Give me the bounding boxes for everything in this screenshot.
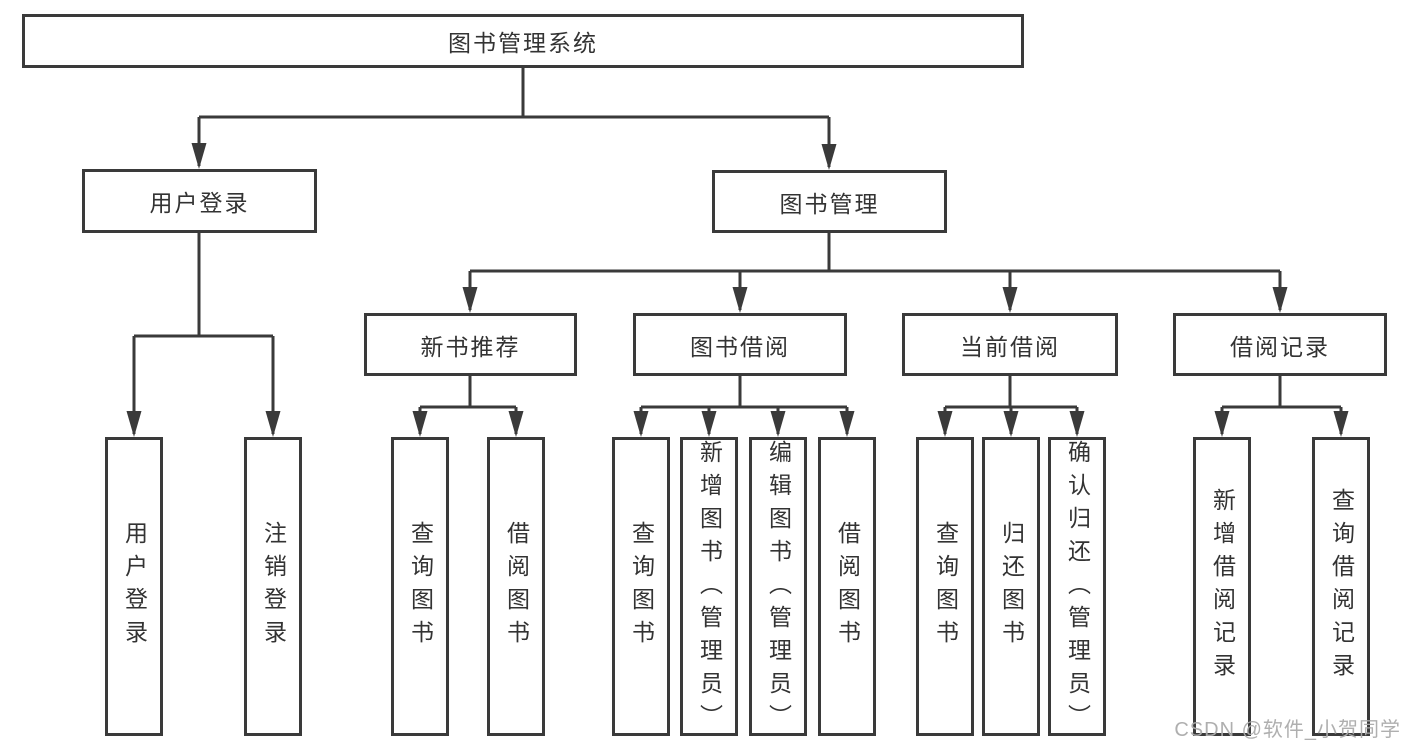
arrowhead [821,144,837,170]
node-current-borrowing: 当前借阅 [902,313,1118,376]
arrowhead [770,411,786,437]
arrowhead [1002,287,1018,313]
arrowhead [839,411,855,437]
arrowhead [508,411,524,437]
arrowhead [126,411,142,437]
connector-bookmgmt-to-level3 [468,232,1282,310]
node-leaf-query-books-1: 查询图书 [391,437,449,736]
node-book-borrowing: 图书借阅 [633,313,847,376]
arrowhead [412,411,428,437]
node-leaf-edit-book-admin: 编辑图书（管理员） [749,437,807,737]
node-borrowing-records: 借阅记录 [1173,313,1387,376]
arrowhead [1003,411,1019,437]
arrowhead [732,287,748,313]
arrowhead [701,411,717,437]
csdn-watermark: CSDN @软件_小贺同学 [1174,719,1401,741]
arrowhead [462,287,478,313]
node-leaf-add-book-admin: 新增图书（管理员） [680,437,738,737]
node-new-book-recommend: 新书推荐 [364,313,577,376]
node-leaf-borrow-books-1: 借阅图书 [487,437,545,736]
node-leaf-query-books-2: 查询图书 [612,437,670,736]
node-leaf-user-login: 用户登录 [105,437,163,736]
node-library-management-system: 图书管理系统 [22,14,1024,68]
arrowhead [1272,287,1288,313]
node-leaf-return-book: 归还图书 [982,437,1040,736]
connector-borrowing-to-leaves [639,375,849,434]
node-leaf-query-borrow-record: 查询借阅记录 [1312,437,1370,736]
arrowhead [1333,411,1349,437]
node-leaf-confirm-return-admin: 确认归还（管理员） [1048,437,1106,737]
connector-newbook-to-leaves [418,375,518,434]
arrowhead [265,411,281,437]
connector-userlogin-to-leaves [132,232,275,434]
arrowhead [191,143,207,169]
arrowhead [1214,411,1230,437]
arrowhead [937,411,953,437]
arrowhead [633,411,649,437]
arrowhead [1069,411,1085,437]
connector-records-to-leaves [1220,375,1343,434]
node-leaf-query-books-3: 查询图书 [916,437,974,736]
node-leaf-logout: 注销登录 [244,437,302,736]
node-leaf-add-borrow-record: 新增借阅记录 [1193,437,1251,736]
node-user-login: 用户登录 [82,169,317,233]
connector-root-to-level2 [197,66,831,167]
arrowheads [126,143,1349,437]
node-leaf-borrow-books-2: 借阅图书 [818,437,876,736]
node-book-management: 图书管理 [712,170,947,233]
